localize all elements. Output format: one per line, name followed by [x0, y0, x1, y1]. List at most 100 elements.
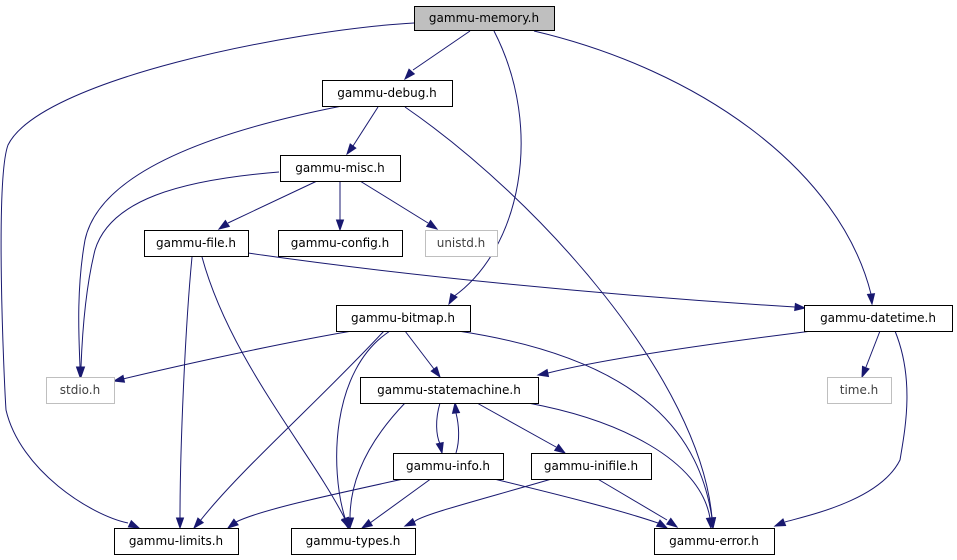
node-label: gammu-error.h	[669, 534, 759, 548]
edge-info-error	[489, 477, 669, 529]
node-box	[114, 528, 239, 555]
node-label: gammu-inifile.h	[544, 459, 638, 473]
edge-arrowhead	[655, 519, 669, 529]
edge-arrowhead	[360, 518, 374, 529]
node-box	[322, 80, 453, 107]
edge-line	[359, 180, 429, 224]
edge-info-types	[360, 477, 433, 529]
edge-arrowhead	[866, 293, 876, 306]
node-box	[531, 453, 652, 480]
edge-misc-unistd	[359, 180, 439, 230]
node-bitmap[interactable]: gammu-bitmap.h	[336, 305, 471, 332]
edge-debug-misc	[346, 106, 379, 156]
node-error[interactable]: gammu-error.h	[654, 528, 775, 555]
edge-info-limits	[226, 477, 409, 529]
edge-memory-bitmap	[448, 30, 522, 306]
edge-arrowhead	[175, 517, 185, 530]
node-limits[interactable]: gammu-limits.h	[114, 528, 239, 555]
node-info[interactable]: gammu-info.h	[393, 453, 504, 480]
edge-line	[227, 180, 318, 224]
edge-inifile-error	[595, 477, 679, 528]
edge-line	[533, 30, 872, 295]
node-box	[827, 377, 892, 404]
edge-arrowhead	[794, 302, 807, 312]
node-box	[291, 528, 416, 555]
node-label: unistd.h	[437, 236, 486, 250]
node-label: stdio.h	[60, 383, 100, 397]
edge-file-types	[201, 256, 350, 530]
node-label: gammu-config.h	[291, 236, 389, 250]
edge-arrowhead	[193, 517, 205, 530]
edge-line	[595, 477, 668, 521]
edge-line	[455, 412, 460, 454]
node-file[interactable]: gammu-file.h	[144, 230, 249, 257]
edge-arrowhead	[404, 68, 416, 81]
edge-line	[476, 402, 557, 448]
edge-datetime-time	[861, 330, 881, 379]
edge-line	[457, 330, 713, 519]
edge-arrowhead	[861, 365, 870, 379]
edge-statemachine-error	[527, 402, 715, 530]
node-label: gammu-info.h	[406, 459, 490, 473]
node-box	[360, 377, 539, 404]
node-misc[interactable]: gammu-misc.h	[280, 155, 401, 182]
edge-line	[199, 330, 385, 522]
node-debug[interactable]: gammu-debug.h	[322, 80, 453, 107]
edge-arrowhead	[705, 517, 715, 530]
edge-statemachine-info	[435, 402, 444, 455]
edge-misc-file	[217, 180, 318, 230]
node-box	[393, 453, 504, 480]
node-label: gammu-file.h	[156, 236, 236, 250]
edge-line	[527, 402, 711, 519]
node-memory[interactable]: gammu-memory.h	[414, 6, 555, 31]
node-inifile[interactable]: gammu-inifile.h	[531, 453, 652, 480]
edge-arrowhead	[425, 219, 439, 230]
node-statemachine[interactable]: gammu-statemachine.h	[360, 377, 539, 404]
edge-arrowhead	[435, 441, 444, 455]
edge-line	[201, 256, 346, 520]
edge-arrowhead	[536, 368, 550, 378]
edge-line	[489, 477, 659, 524]
edge-line	[78, 105, 343, 368]
edge-line	[404, 106, 713, 519]
node-box	[425, 230, 498, 257]
edge-file-limits	[175, 256, 193, 530]
node-types[interactable]: gammu-types.h	[291, 528, 416, 555]
edge-arrowhead	[448, 292, 458, 306]
edge-datetime-error	[773, 330, 908, 527]
edge-inifile-types	[403, 477, 556, 527]
edge-line	[784, 330, 908, 523]
edge-arrowhead	[665, 517, 679, 528]
edge-line	[452, 30, 522, 298]
edge-statemachine-types	[345, 402, 406, 530]
edge-arrowhead	[773, 518, 787, 527]
edge-memory-datetime	[533, 30, 876, 306]
node-datetime[interactable]: gammu-datetime.h	[804, 305, 953, 332]
edge-line	[179, 256, 193, 519]
edge-line	[0, 22, 415, 524]
edge-arrowhead	[403, 517, 417, 527]
node-config[interactable]: gammu-config.h	[278, 230, 403, 257]
edge-line	[235, 477, 409, 523]
edge-line	[547, 330, 813, 374]
edge-arrowhead	[335, 219, 345, 232]
edge-line	[247, 252, 796, 308]
edge-line	[349, 402, 406, 519]
node-label: gammu-misc.h	[295, 161, 385, 175]
node-box	[278, 230, 403, 257]
node-label: gammu-types.h	[306, 534, 401, 548]
edge-memory-debug	[404, 30, 471, 81]
edge-bitmap-error	[457, 330, 717, 530]
node-label: time.h	[840, 383, 879, 397]
node-time: time.h	[827, 377, 892, 404]
node-box	[144, 230, 249, 257]
edge-file-datetime	[247, 252, 807, 312]
node-box	[654, 528, 775, 555]
edge-memory-limits	[0, 22, 415, 529]
node-box	[336, 305, 471, 332]
node-box	[414, 6, 555, 31]
node-label: gammu-memory.h	[429, 11, 539, 25]
edge-line	[436, 402, 441, 445]
edge-arrowhead	[553, 443, 567, 454]
